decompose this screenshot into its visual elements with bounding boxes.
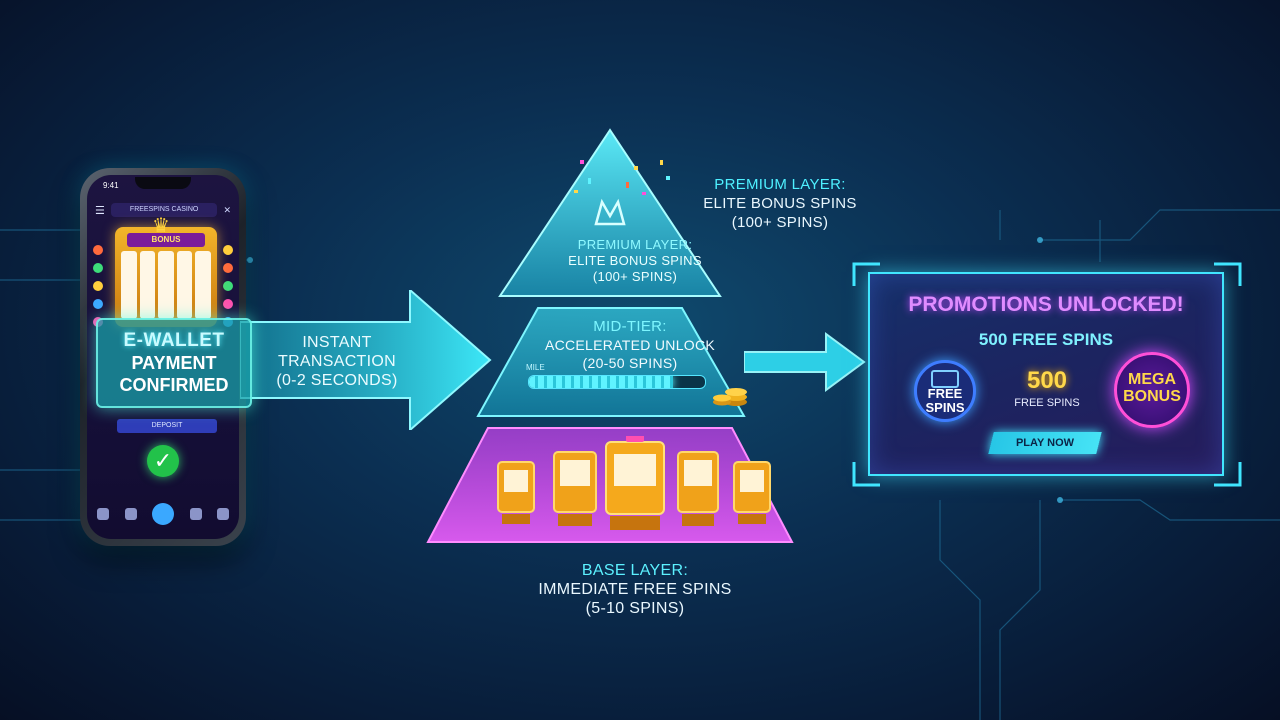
mega-bonus-text: MEGA BONUS xyxy=(1117,371,1187,405)
unlock-arrow xyxy=(744,332,866,392)
premium-layer-text: PREMIUM LAYER: ELITE BONUS SPINS (100+ S… xyxy=(555,237,715,285)
app-title: FREESPINS CASINO xyxy=(110,203,218,217)
transaction-arrow xyxy=(240,290,492,430)
payment-card-line2: PAYMENT xyxy=(131,353,217,373)
free-spins-number-label: FREE SPINS xyxy=(1014,397,1080,409)
base-layer-line3: (5-10 SPINS) xyxy=(585,600,685,617)
mid-layer xyxy=(476,307,746,417)
status-time: 9:41 xyxy=(103,181,119,190)
mid-tier-line3: (20-50 SPINS) xyxy=(582,355,678,371)
promotions-icon[interactable] xyxy=(189,508,202,520)
checkmark-icon: ✓ xyxy=(147,445,179,477)
base-layer-label: BASE LAYER: IMMEDIATE FREE SPINS (5-10 S… xyxy=(520,561,750,618)
transaction-label-line2: TRANSACTION xyxy=(278,353,396,370)
transaction-label-line1: INSTANT xyxy=(302,334,372,351)
top-layer xyxy=(498,128,722,297)
game-icon[interactable] xyxy=(93,263,103,273)
premium-callout-heading: PREMIUM LAYER: xyxy=(714,176,846,193)
play-now-button[interactable]: PLAY NOW xyxy=(988,432,1102,454)
center-action-icon[interactable] xyxy=(152,503,174,525)
right-icon-column xyxy=(223,245,233,327)
game-icon[interactable] xyxy=(223,299,233,309)
mid-tier-line2: ACCELERATED UNLOCK xyxy=(544,337,716,353)
premium-layer-callout: PREMIUM LAYER: ELITE BONUS SPINS (100+ S… xyxy=(680,175,880,232)
slot-reels xyxy=(121,251,211,319)
payment-confirmed-card: E-WALLET PAYMENT CONFIRMED xyxy=(96,318,252,408)
game-icon[interactable] xyxy=(223,281,233,291)
base-layer-line2: IMMEDIATE FREE SPINS xyxy=(538,581,732,598)
crown-icon xyxy=(594,198,626,226)
payment-card-line3: CONFIRMED xyxy=(119,375,229,395)
premium-callout-line3: (100+ SPINS) xyxy=(731,214,829,231)
transaction-label: INSTANT TRANSACTION (0-2 SECONDS) xyxy=(262,333,412,390)
promo-subtitle: 500 FREE SPINS xyxy=(978,330,1114,349)
free-spins-badge-text: FREE SPINS xyxy=(917,387,973,415)
mid-tier-text: MID-TIER: ACCELERATED UNLOCK (20-50 SPIN… xyxy=(520,318,740,372)
slot-machine-icon xyxy=(733,461,771,524)
left-icon-column xyxy=(93,245,103,327)
home-icon[interactable] xyxy=(97,508,109,520)
slot-machines-row xyxy=(497,436,771,530)
deposit-button[interactable]: DEPOSIT xyxy=(117,419,217,433)
promotions-panel: PROMOTIONS UNLOCKED! 500 FREE SPINS FREE… xyxy=(868,272,1224,476)
play-now-label: PLAY NOW xyxy=(1015,437,1075,449)
free-spins-badge-line2: SPINS xyxy=(925,400,965,415)
slot-icon xyxy=(931,370,959,388)
promo-frame-corners xyxy=(852,262,1242,487)
free-spins-count: 500 FREE SPINS xyxy=(1002,367,1092,409)
unlock-progress-bar xyxy=(528,375,706,389)
game-icon[interactable] xyxy=(223,245,233,255)
unlock-progress-fill xyxy=(529,376,674,388)
mega-bonus-line1: MEGA xyxy=(1128,371,1176,388)
app-bar: ☰ FREESPINS CASINO ✕ xyxy=(95,199,231,221)
slot-machine-banner[interactable]: ♛ BONUS xyxy=(115,215,217,327)
promo-title: PROMOTIONS UNLOCKED! xyxy=(908,293,1184,316)
crown-icon: ♛ xyxy=(152,215,170,237)
mega-bonus-line2: BONUS xyxy=(1123,388,1181,405)
slot-machine-icon xyxy=(553,451,597,526)
base-layer-heading: BASE LAYER: xyxy=(581,562,689,579)
premium-callout-line2: ELITE BONUS SPINS xyxy=(703,195,857,212)
slot-machine-icon xyxy=(677,451,719,526)
progress-label: MILE xyxy=(526,363,545,372)
payment-card-line1: E-WALLET xyxy=(123,330,225,351)
phone-bottom-nav xyxy=(97,503,229,525)
menu-icon[interactable]: ☰ xyxy=(95,204,105,217)
free-spins-badge[interactable]: FREE SPINS xyxy=(914,360,976,422)
profile-icon[interactable] xyxy=(217,508,229,520)
mid-tier-heading: MID-TIER: xyxy=(593,318,667,335)
slot-machine-icon xyxy=(497,461,535,524)
premium-layer-heading: PREMIUM LAYER: xyxy=(577,237,693,252)
phone-notch xyxy=(135,177,191,189)
free-spins-number: 500 xyxy=(1026,367,1068,394)
game-icon[interactable] xyxy=(223,263,233,273)
premium-layer-line2: ELITE BONUS SPINS xyxy=(568,253,702,268)
coin-stack-icon xyxy=(713,388,747,406)
slot-sign: BONUS xyxy=(127,233,205,247)
close-icon[interactable]: ✕ xyxy=(223,204,231,215)
confetti-sparkles xyxy=(574,160,670,195)
premium-layer-line3: (100+ SPINS) xyxy=(592,269,678,284)
game-icon[interactable] xyxy=(93,245,103,255)
game-icon[interactable] xyxy=(93,299,103,309)
game-icon[interactable] xyxy=(93,281,103,291)
mega-bonus-badge[interactable]: MEGA BONUS xyxy=(1114,352,1190,428)
slot-machine-icon xyxy=(605,436,665,530)
free-spins-badge-line1: FREE xyxy=(927,386,963,401)
games-icon[interactable] xyxy=(124,508,137,520)
transaction-label-line3: (0-2 SECONDS) xyxy=(276,372,398,389)
